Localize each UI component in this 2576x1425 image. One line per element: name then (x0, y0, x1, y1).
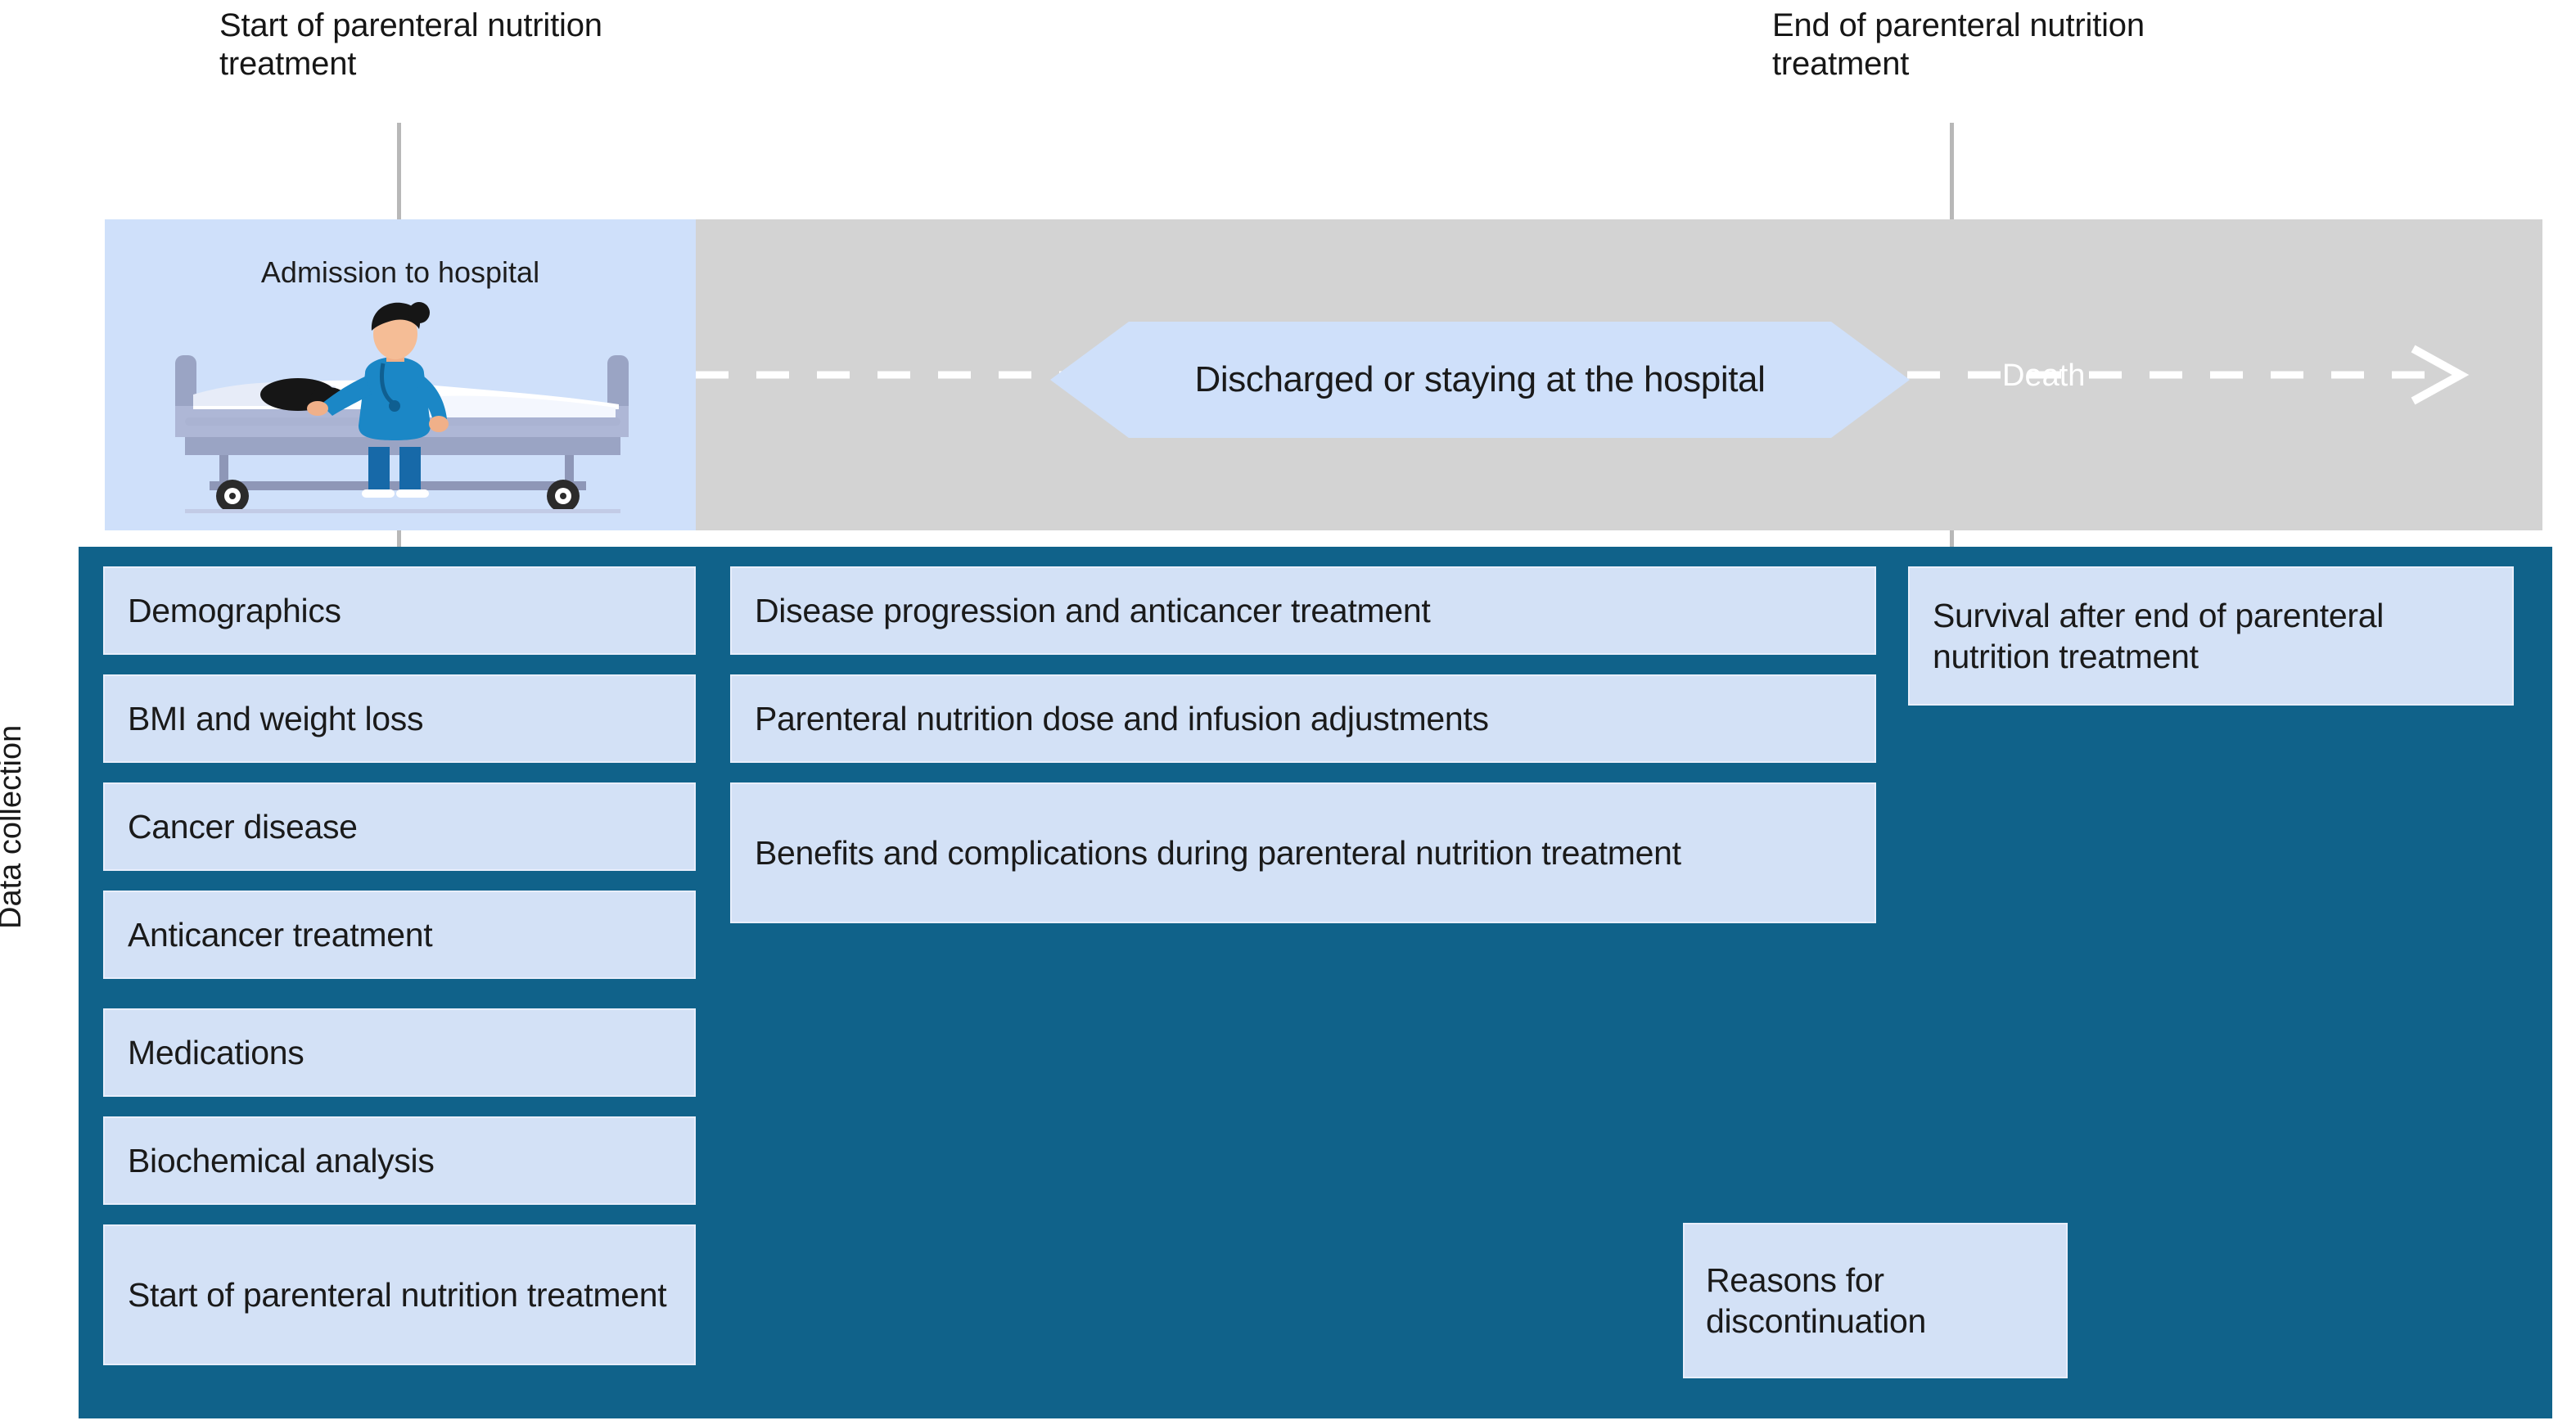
baseline-item-anticancer-treatment[interactable]: Anticancer treatment (103, 891, 696, 979)
admission-label: Admission to hospital (260, 255, 540, 289)
end-marker-label: End of parenteral nutrition treatment (1772, 7, 2145, 83)
baseline-item-biochemical-analysis[interactable]: Biochemical analysis (103, 1116, 696, 1205)
data-collection-axis-label: Data collection (0, 724, 28, 929)
hospital-status-hexagon (1050, 322, 1910, 438)
reasons-for-discontinuation-box[interactable]: Reasons for discontinuation (1683, 1223, 2068, 1378)
admission-panel: Admission to hospital (105, 219, 696, 530)
death-endpoint-label: Death (2002, 358, 2086, 393)
start-marker-label: Start of parenteral nutrition treatment (219, 7, 602, 83)
baseline-item-start-of-pn-treatment[interactable]: Start of parenteral nutrition treatment (103, 1224, 696, 1365)
baseline-item-cancer-disease[interactable]: Cancer disease (103, 782, 696, 871)
timeline-band: Admission to hospital (105, 219, 2542, 530)
data-collection-panel: Demographics BMI and weight loss Cancer … (79, 547, 2552, 1418)
during-item-benefits-and-complications[interactable]: Benefits and complications during parent… (730, 782, 1876, 923)
during-item-disease-progression[interactable]: Disease progression and anticancer treat… (730, 566, 1876, 655)
hospital-status-label: Discharged or staying at the hospital (1194, 359, 1766, 399)
baseline-item-demographics[interactable]: Demographics (103, 566, 696, 655)
hospital-bed-icon (175, 302, 629, 513)
baseline-item-bmi-weight-loss[interactable]: BMI and weight loss (103, 674, 696, 763)
during-item-pn-dose-infusion-adjustments[interactable]: Parenteral nutrition dose and infusion a… (730, 674, 1876, 763)
baseline-item-medications[interactable]: Medications (103, 1008, 696, 1097)
post-item-survival-after-end-of-pn[interactable]: Survival after end of parenteral nutriti… (1908, 566, 2514, 706)
